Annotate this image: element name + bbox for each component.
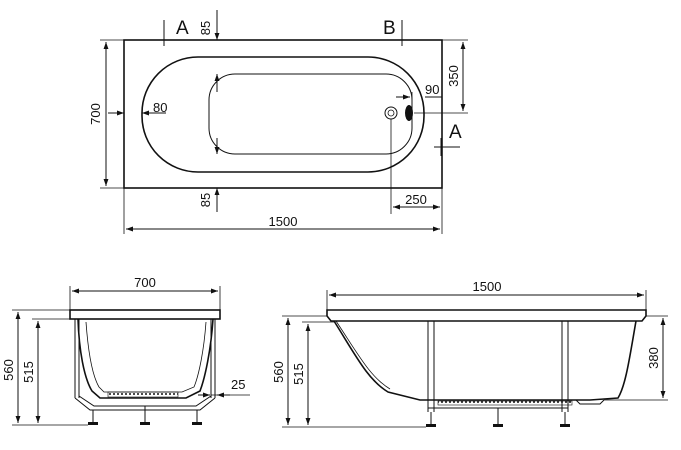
top-view-outer-rim	[123, 39, 443, 189]
top-view-basin-floor	[208, 73, 413, 155]
svg-text:515: 515	[21, 361, 36, 383]
side-view-drain-stripe	[107, 391, 179, 398]
dim-drain-90: 90	[396, 82, 442, 105]
front-view-frame	[427, 321, 569, 412]
front-view-rim	[326, 309, 647, 322]
svg-text:380: 380	[646, 347, 661, 369]
front-view-body	[333, 320, 637, 401]
top-view-drain	[384, 105, 413, 121]
dim-front-overflow-380: 380	[604, 315, 668, 401]
dim-top-length-1500: 1500	[123, 188, 443, 234]
dim-front-length-1500: 1500	[326, 279, 647, 310]
svg-text:85: 85	[198, 193, 213, 207]
side-view: 700 560 515 25	[1, 275, 250, 426]
dim-side-width-700: 700	[69, 275, 221, 310]
dim-top-wall-80: 80	[108, 100, 167, 116]
svg-text:350: 350	[446, 65, 461, 87]
svg-text:700: 700	[88, 103, 103, 125]
svg-text:560: 560	[271, 361, 286, 383]
svg-text:1500: 1500	[473, 279, 502, 294]
dim-top-rim-85: 85	[198, 10, 220, 92]
front-view: 1500 560 515 380	[271, 279, 668, 428]
dim-front-height-515: 515	[291, 321, 334, 425]
svg-text:80: 80	[153, 100, 167, 115]
dim-side-height-515: 515	[21, 318, 75, 423]
svg-text:B: B	[383, 18, 396, 39]
svg-text:A: A	[449, 122, 462, 143]
svg-text:85: 85	[198, 21, 213, 35]
section-a-right-marker: A	[434, 122, 462, 156]
side-view-legs	[88, 406, 202, 425]
front-view-drain-stripe	[437, 400, 573, 406]
svg-text:90: 90	[425, 82, 439, 97]
svg-text:560: 560	[1, 359, 16, 381]
dim-side-leg-25: 25	[198, 377, 250, 398]
svg-text:1500: 1500	[269, 214, 298, 229]
svg-text:25: 25	[231, 377, 245, 392]
front-view-legs	[426, 408, 570, 427]
dim-drain-350: 350	[414, 39, 468, 114]
dim-top-width-700: 700	[88, 39, 124, 189]
front-view-overflow	[575, 399, 605, 405]
section-a-top-marker: A	[156, 18, 189, 46]
section-b-marker: B	[383, 18, 410, 46]
dim-drain-250: 250	[390, 119, 440, 214]
dim-side-height-560: 560	[1, 309, 88, 426]
svg-text:250: 250	[405, 192, 427, 207]
side-view-rim	[69, 309, 221, 320]
dim-bottom-rim-85: 85	[198, 138, 220, 212]
top-view: A B A 700 80 85	[88, 10, 468, 234]
side-view-basin	[77, 318, 214, 399]
svg-text:515: 515	[291, 363, 306, 385]
svg-text:700: 700	[134, 275, 156, 290]
svg-text:A: A	[176, 18, 189, 39]
dim-front-height-560: 560	[271, 315, 426, 428]
